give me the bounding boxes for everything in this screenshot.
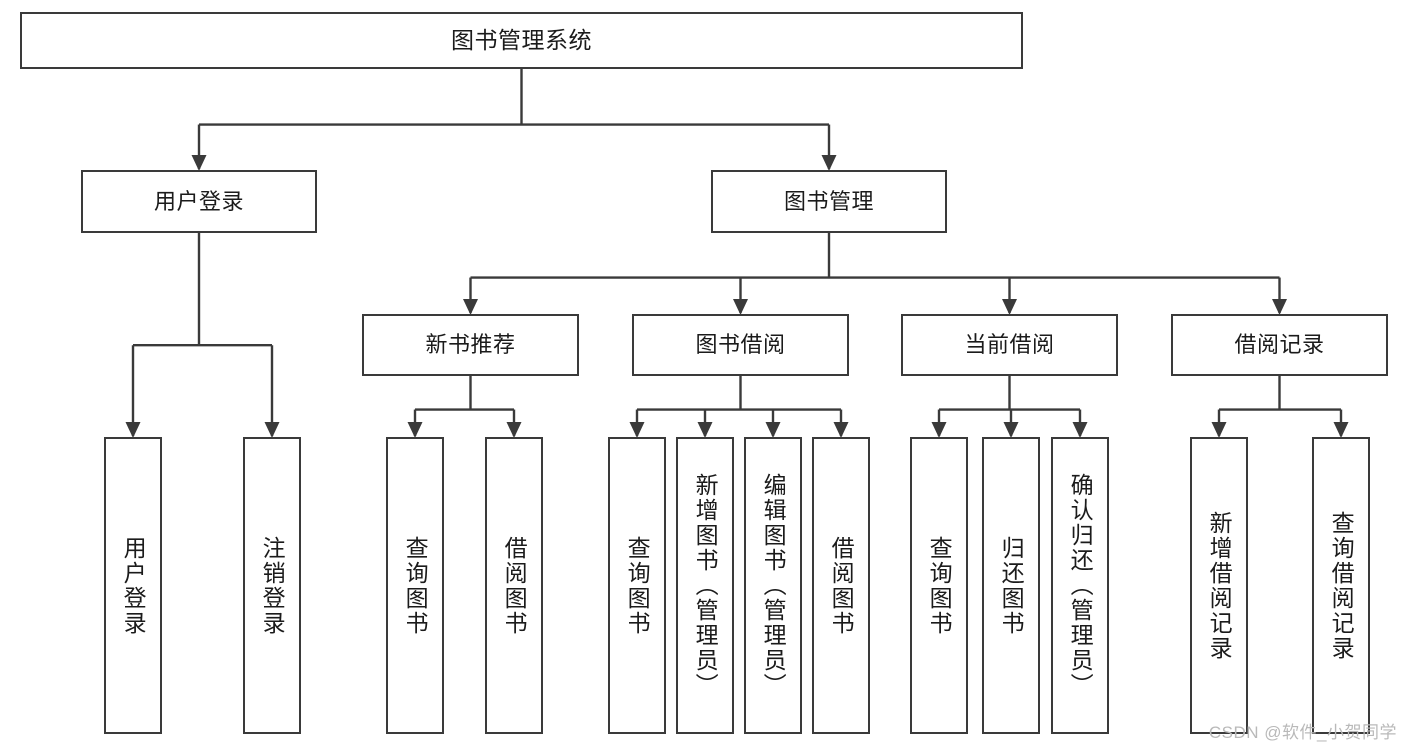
node-current-borrow[interactable]: 当前借阅 bbox=[901, 314, 1118, 376]
node-label: 确认归还（管理员） bbox=[1067, 473, 1094, 698]
node-label: 借阅记录 bbox=[1234, 332, 1325, 358]
node-label: 借阅图书 bbox=[501, 535, 528, 636]
leaf-node-edit-book-admin[interactable]: 编辑图书（管理员） bbox=[744, 437, 802, 734]
node-root-system[interactable]: 图书管理系统 bbox=[20, 12, 1023, 69]
leaf-node-query-book-borrow[interactable]: 查询图书 bbox=[608, 437, 666, 734]
leaf-node-confirm-return-admin[interactable]: 确认归还（管理员） bbox=[1051, 437, 1109, 734]
node-label: 编辑图书（管理员） bbox=[760, 473, 787, 698]
node-label: 查询图书 bbox=[926, 535, 953, 636]
node-label: 注销登录 bbox=[259, 535, 286, 636]
node-book-management[interactable]: 图书管理 bbox=[711, 170, 947, 233]
leaf-node-borrow-book[interactable]: 借阅图书 bbox=[812, 437, 870, 734]
node-label: 用户登录 bbox=[153, 188, 244, 214]
leaf-node-add-book-admin[interactable]: 新增图书（管理员） bbox=[676, 437, 734, 734]
leaf-node-user-login[interactable]: 用户登录 bbox=[104, 437, 162, 734]
node-new-book-recommend[interactable]: 新书推荐 bbox=[362, 314, 579, 376]
node-label: 图书管理系统 bbox=[451, 27, 592, 54]
node-label: 新增借阅记录 bbox=[1206, 510, 1233, 661]
node-borrow-record[interactable]: 借阅记录 bbox=[1171, 314, 1388, 376]
node-label: 用户登录 bbox=[120, 535, 147, 636]
leaf-node-return-book[interactable]: 归还图书 bbox=[982, 437, 1040, 734]
node-label: 新书推荐 bbox=[425, 332, 516, 358]
leaf-node-query-book-recommend[interactable]: 查询图书 bbox=[386, 437, 444, 734]
node-label: 查询图书 bbox=[624, 535, 651, 636]
node-label: 新增图书（管理员） bbox=[692, 473, 719, 698]
node-label: 查询借阅记录 bbox=[1328, 510, 1355, 661]
node-user-login[interactable]: 用户登录 bbox=[81, 170, 317, 233]
leaf-node-add-borrow-record[interactable]: 新增借阅记录 bbox=[1190, 437, 1248, 734]
watermark-text: CSDN @软件_小贺同学 bbox=[1208, 723, 1397, 742]
leaf-node-borrow-book-recommend[interactable]: 借阅图书 bbox=[485, 437, 543, 734]
node-label: 查询图书 bbox=[402, 535, 429, 636]
node-label: 归还图书 bbox=[998, 535, 1025, 636]
leaf-node-query-book-current[interactable]: 查询图书 bbox=[910, 437, 968, 734]
node-label: 图书管理 bbox=[783, 188, 874, 214]
node-label: 借阅图书 bbox=[828, 535, 855, 636]
node-label: 当前借阅 bbox=[964, 332, 1055, 358]
leaf-node-query-borrow-record[interactable]: 查询借阅记录 bbox=[1312, 437, 1370, 734]
node-label: 图书借阅 bbox=[695, 332, 786, 358]
leaf-node-logout[interactable]: 注销登录 bbox=[243, 437, 301, 734]
node-book-borrow[interactable]: 图书借阅 bbox=[632, 314, 849, 376]
